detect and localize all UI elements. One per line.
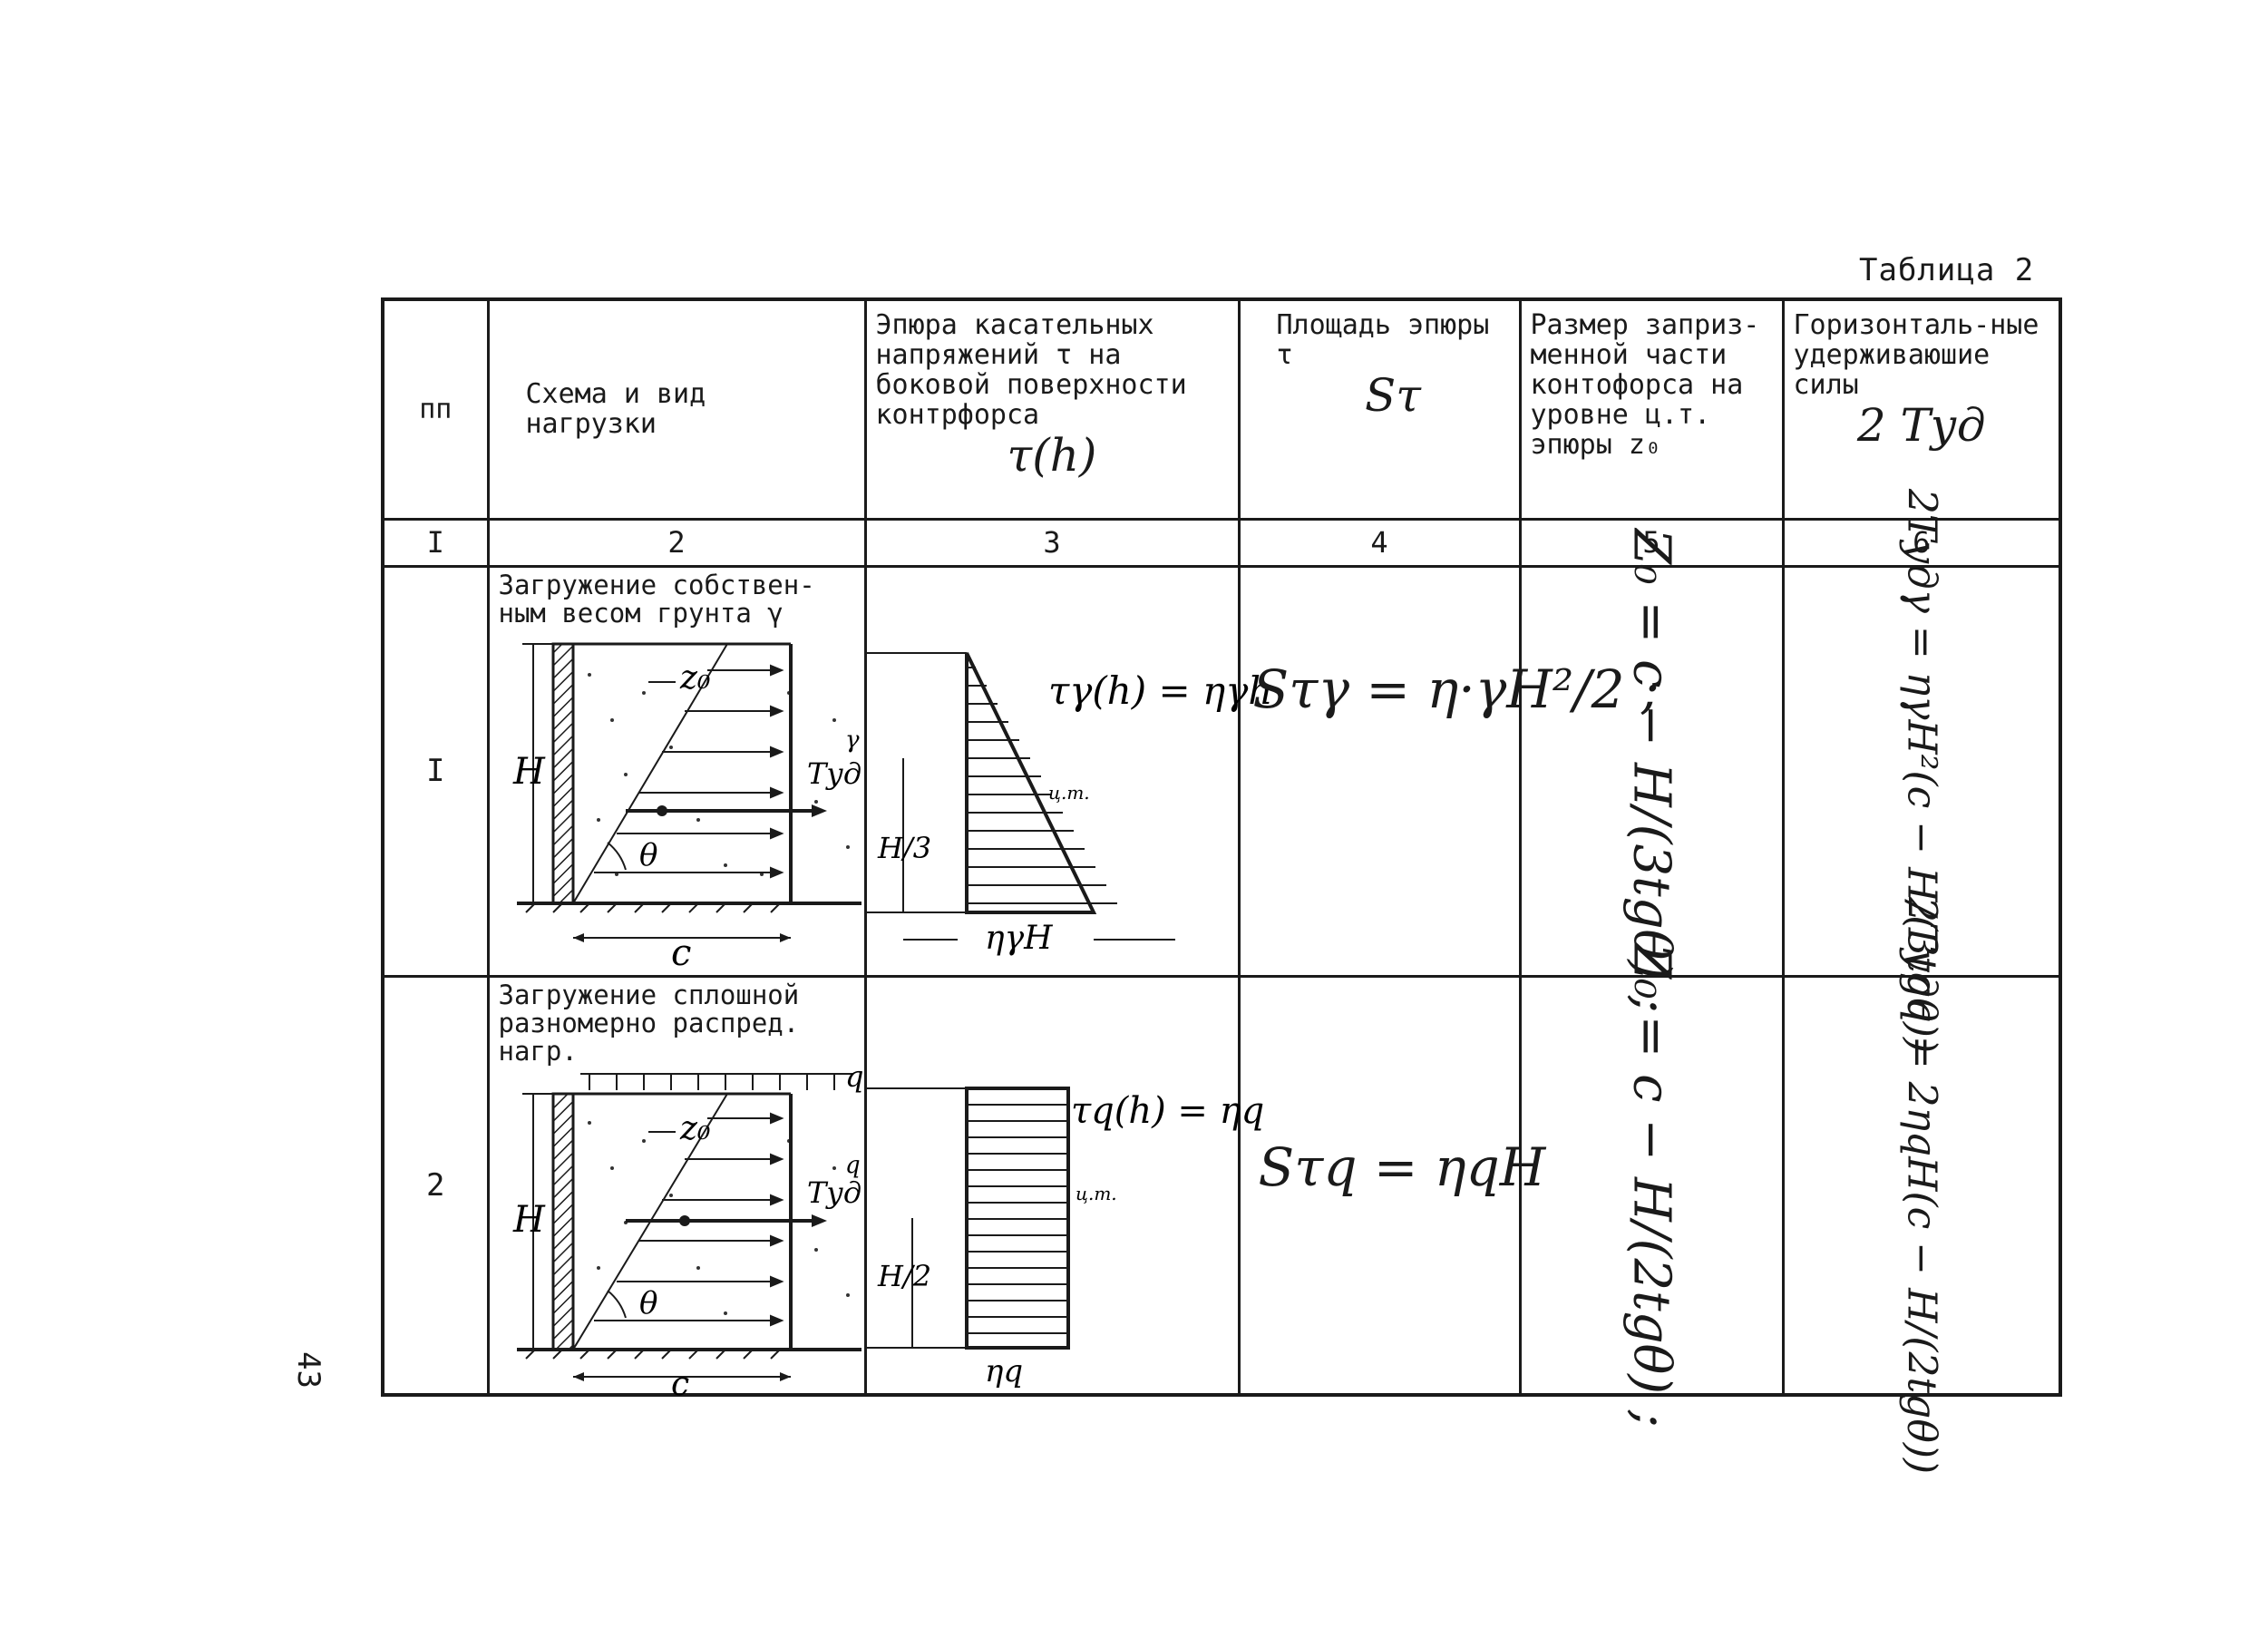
colnum-6: 6 — [1781, 517, 2062, 568]
page-number: 43 — [290, 1351, 326, 1389]
header-col3: Эпюра касательных напряжений τ на боково… — [863, 297, 1241, 521]
stress-formula: τq(h) = ηq — [1071, 1090, 1264, 1132]
force-label: Tуд — [807, 756, 861, 791]
colnum-4: 4 — [1237, 517, 1522, 568]
header-col6-symbol: 2 Tуд — [1856, 399, 1986, 452]
z0-cell: Z₀ = c − H/(3tgθ) ; — [1518, 529, 1785, 1013]
distributed-load-arrows — [579, 1072, 852, 1090]
stress-formula: τγ(h) = ηγh — [1048, 668, 1272, 713]
stress-diagram-cell: τγ(h) = ηγh ц.т. H/3 ηγH — [863, 564, 1272, 978]
row-number: 2 — [381, 974, 490, 1397]
colnum-5: 5 — [1518, 517, 1785, 568]
area-cell: Sτq = ηqH — [1237, 974, 1545, 1397]
force-label: Tуд — [807, 1175, 861, 1210]
counterfort-wall — [551, 1092, 574, 1350]
header-col1: пп — [381, 297, 490, 521]
load-scheme-diagram: H z₀ Tуд γ θ c — [512, 642, 861, 974]
force-cell: 2Tудγ = ηγH²(c − H/(3tgθ)) — [1781, 489, 2062, 1053]
load-q-label: q — [845, 1059, 863, 1094]
stress-diagram: τq(h) = ηq ц.т. H/2 ηq — [866, 1086, 1264, 1389]
main-table: пп Схема и вид нагрузки Эпюра касательны… — [381, 297, 2062, 1474]
scheme-cell: Загружение собствен-ным весом грунта γ — [486, 564, 867, 978]
table-row: I Загружение собствен-ным весом грунта γ — [381, 489, 2062, 1053]
soil-fill — [587, 1120, 850, 1315]
force-superscript: q — [845, 1152, 861, 1179]
table-row: 2 Загружение сплошной разномерно распред… — [381, 897, 2062, 1474]
angle-label: θ — [639, 837, 657, 873]
height-label: H — [512, 1199, 546, 1241]
width-label: c — [671, 932, 691, 974]
force-superscript: γ — [845, 726, 860, 754]
header-col2-text: Схема и вид нагрузки — [525, 378, 706, 441]
pressure-arrows — [593, 1112, 784, 1326]
level-label: H/3 — [877, 831, 931, 865]
angle-label: θ — [639, 1285, 657, 1321]
height-label: H — [512, 751, 546, 793]
stress-diagram-cell: τq(h) = ηq ц.т. H/2 ηq — [863, 974, 1264, 1397]
header-col5: Размер заприз-менной части контофорса на… — [1518, 297, 1785, 521]
header-row: пп Схема и вид нагрузки Эпюра касательны… — [381, 297, 2062, 521]
z0-formula: Z₀ = c − H/(2tgθ) ; — [1621, 942, 1681, 1428]
z0-cell: Z₀ = c − H/(2tgθ) ; — [1518, 943, 1785, 1428]
header-col4-text: Площадь эпюры τ — [1276, 309, 1490, 371]
colnum-1: I — [381, 517, 490, 568]
area-cell: Sτγ = η·γH²/2 ; — [1237, 564, 1660, 978]
header-col3-symbol: τ(h) — [1007, 429, 1097, 482]
pressure-arrows — [593, 664, 784, 878]
header-col4-symbol: Sτ — [1365, 369, 1421, 422]
load-label: Загружение сплошной разномерно распред. … — [498, 979, 800, 1067]
header-col6: Горизонталь-ные удерживаюшие силы 2 Tуд — [1781, 297, 2062, 521]
colnum-2: 2 — [486, 517, 867, 568]
load-scheme-diagram: q — [512, 1059, 863, 1403]
z0-formula: Z₀ = c − H/(3tgθ) ; — [1621, 529, 1681, 1013]
width-label: c — [671, 1366, 689, 1403]
level-label: H/2 — [877, 1259, 931, 1293]
base-label: ηγH — [985, 920, 1053, 957]
scheme-cell: Загружение сплошной разномерно распред. … — [486, 974, 867, 1403]
force-cell: 2Tудq = 2ηqH(c − H/(2tgθ)) — [1781, 897, 2062, 1474]
header-col6-text: Горизонталь-ные удерживаюшие силы — [1793, 309, 2039, 401]
area-formula: Sτq = ηqH — [1258, 1136, 1546, 1198]
header-col5-text: Размер заприз-менной части контофорса на… — [1530, 309, 1760, 461]
cg-label: ц.т. — [1076, 1183, 1117, 1204]
header-col3-text: Эпюра касательных напряжений τ на боково… — [875, 309, 1187, 431]
column-number-row: I 2 3 4 5 6 — [381, 517, 2062, 568]
header-col2: Схема и вид нагрузки — [486, 297, 867, 521]
row-number: I — [381, 564, 490, 978]
force-formula: 2Tудq = 2ηqH(c − H/(2tgθ)) — [1898, 896, 1945, 1474]
counterfort-wall — [551, 642, 574, 904]
cg-label: ц.т. — [1048, 782, 1090, 804]
stress-triangle — [964, 651, 1096, 914]
load-label: Загружение собствен-ным весом грунта γ — [498, 569, 815, 629]
header-col4: Площадь эпюры τ Sτ — [1237, 297, 1522, 521]
header-col1-text: пп — [419, 393, 453, 425]
slip-plane — [571, 642, 728, 904]
colnum-3: 3 — [863, 517, 1241, 568]
stress-diagram: τγ(h) = ηγh ц.т. H/3 ηγH — [866, 651, 1272, 957]
z0-label: z₀ — [679, 659, 710, 697]
table-caption: Таблица 2 — [1859, 252, 2035, 288]
soil-fill — [587, 672, 850, 876]
base-label: ηq — [985, 1353, 1023, 1389]
z0-label: z₀ — [679, 1110, 710, 1147]
